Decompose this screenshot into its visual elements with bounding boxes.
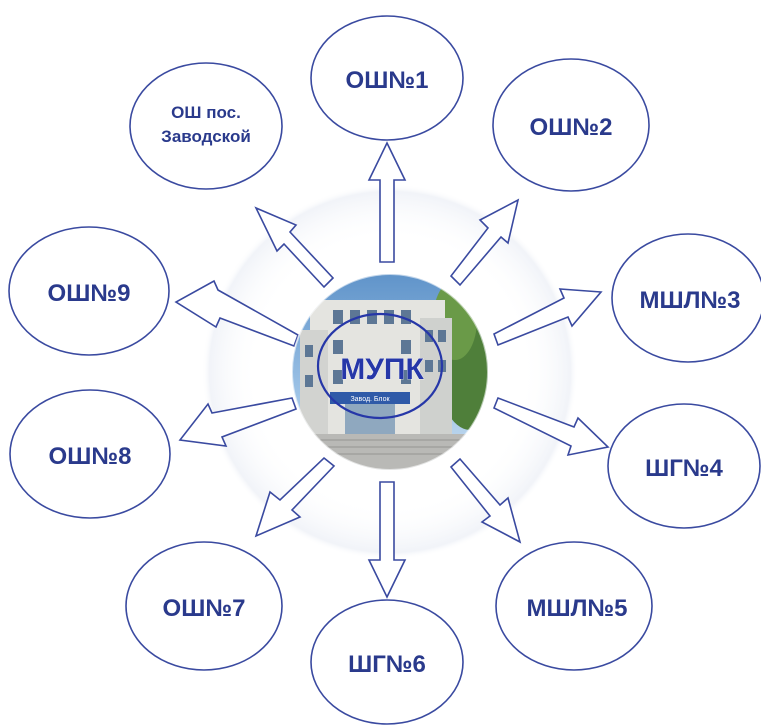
center-label: МУПК	[340, 353, 424, 386]
node-osh-zavodskoy: ОШ пос. Заводской	[129, 62, 283, 190]
node-label: ОШ№9	[48, 280, 131, 307]
node-label-line1: ОШ пос.	[171, 103, 241, 122]
arrow-to-mshl5	[449, 457, 522, 544]
node-mshl5: МШЛ№5	[495, 541, 653, 671]
center-ring	[316, 312, 444, 420]
node-shg6: ШГ№6	[310, 599, 464, 725]
node-label: ОШ№1	[346, 67, 429, 94]
arrows-group	[174, 141, 610, 599]
node-osh8: ОШ№8	[9, 389, 171, 519]
node-label: ШГ№4	[645, 455, 723, 482]
node-label: ОШ№7	[163, 595, 246, 622]
node-osh1: ОШ№1	[310, 15, 464, 141]
node-label: ОШ№8	[49, 443, 132, 470]
arrow-to-osh-zavodskoy	[254, 206, 335, 289]
node-shg4: ШГ№4	[607, 403, 761, 529]
building-photo: Завод. Блок	[292, 274, 488, 470]
node-osh7: ОШ№7	[125, 541, 283, 671]
arrow-to-shg4	[492, 396, 610, 457]
node-label: МШЛ№5	[526, 595, 627, 622]
arrow-to-mshl3	[493, 288, 603, 347]
node-label-line2: Заводской	[161, 127, 251, 146]
node-osh2: ОШ№2	[492, 58, 650, 192]
arrow-to-osh7	[254, 456, 336, 538]
node-label: ШГ№6	[348, 651, 426, 678]
arrow-to-osh9	[174, 279, 299, 348]
building-sign: Завод. Блок	[350, 396, 390, 403]
node-label: МШЛ№3	[639, 287, 740, 314]
node-osh9: ОШ№9	[8, 226, 170, 356]
arrow-to-shg6	[367, 481, 407, 599]
arrow-to-osh8	[178, 397, 298, 447]
arrow-to-osh1	[367, 141, 407, 263]
node-mshl3: МШЛ№3	[611, 233, 761, 363]
arrow-to-osh2	[449, 198, 520, 287]
node-label: ОШ№2	[530, 114, 613, 141]
